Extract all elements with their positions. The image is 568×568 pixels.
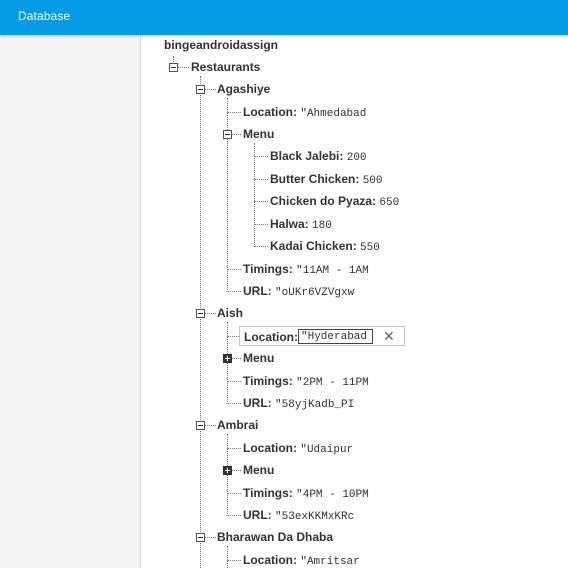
ambrai-timings[interactable]: Timings: "4PM - 10PM [243,486,369,501]
collapse-restaurants-icon[interactable] [169,63,178,72]
aish-location-editor: Location: ✕ [239,326,405,346]
tree-connector [227,493,241,494]
ambrai-location[interactable]: Location: "Udaipur [243,441,354,456]
tree-connector [227,546,228,568]
tree-connector [204,313,216,314]
agashiye-url[interactable]: URL: "oUKr6VZVgxw [243,284,355,299]
aish-location-label: Location: [244,330,298,344]
tree-connector [254,143,255,247]
agashiye-location[interactable]: Location: "Ahmedabad [243,105,367,120]
tree-connector [227,98,228,292]
bharawan-location[interactable]: Location: "Amritsar [243,553,360,568]
tree-connector [231,134,241,135]
tree-connector [204,425,216,426]
tree-connector [254,156,268,157]
tree-connector [227,403,241,404]
tree-connector [254,224,268,225]
tree-connector [227,291,241,292]
tree-connector [227,269,241,270]
tree-connector [227,560,241,561]
app-title: Database [18,9,71,23]
collapse-bharawan-icon[interactable] [196,533,205,542]
node-restaurants[interactable]: Restaurants [191,60,261,74]
menu-item-butter-chicken[interactable]: Butter Chicken: 500 [270,172,383,187]
tree-connector [204,89,216,90]
tree-connector [227,336,239,337]
ambrai-url[interactable]: URL: "53exKKMxKRc [243,508,355,523]
tree-connector [227,322,228,404]
node-agashiye[interactable]: Agashiye [217,82,271,96]
tree-connector [231,470,241,471]
tree-connector [227,381,241,382]
agashiye-menu[interactable]: Menu [243,127,275,141]
node-bharawan-da-dhaba[interactable]: Bharawan Da Dhaba [217,530,334,544]
menu-item-halwa[interactable]: Halwa: 180 [270,217,332,232]
app-bar: Database [0,0,568,35]
agashiye-timings[interactable]: Timings: "11AM - 1AM [243,262,369,277]
collapse-agashiye-menu-icon[interactable] [223,130,232,139]
tree-connector [254,246,268,247]
expand-ambrai-menu-icon[interactable] [223,466,232,475]
tree-connector [231,358,241,359]
tree-connector [173,56,174,68]
collapse-agashiye-icon[interactable] [196,85,205,94]
node-ambrai[interactable]: Ambrai [217,418,259,432]
tree-connector [254,201,268,202]
tree-connector [204,537,216,538]
menu-item-chicken-do-pyaza[interactable]: Chicken do Pyaza: 650 [270,194,400,209]
tree-connector [227,515,241,516]
aish-location-input[interactable] [298,329,373,344]
tree-root-label: bingeandroidassign [164,38,279,52]
tree-connector [254,179,268,180]
aish-menu[interactable]: Menu [243,351,275,365]
menu-item-kadai-chicken[interactable]: Kadai Chicken: 550 [270,239,380,254]
menu-item-black-jalebi[interactable]: Black Jalebi: 200 [270,149,367,164]
tree-connector [200,76,201,568]
tree-connector [177,67,189,68]
aish-url[interactable]: URL: "58yjKadb_PI [243,396,355,411]
collapse-ambrai-icon[interactable] [196,421,205,430]
close-icon[interactable]: ✕ [383,328,395,344]
tree-connector [227,448,241,449]
collapse-aish-icon[interactable] [196,309,205,318]
aish-timings[interactable]: Timings: "2PM - 11PM [243,374,369,389]
database-tree: bingeandroidassign Restaurants Agashiye … [141,35,568,568]
node-aish[interactable]: Aish [217,306,244,320]
tree-root[interactable]: bingeandroidassign [164,36,278,54]
expand-aish-menu-icon[interactable] [223,354,232,363]
tree-connector [227,112,241,113]
tree-connector [227,434,228,516]
sidebar [0,35,141,568]
ambrai-menu[interactable]: Menu [243,463,275,477]
